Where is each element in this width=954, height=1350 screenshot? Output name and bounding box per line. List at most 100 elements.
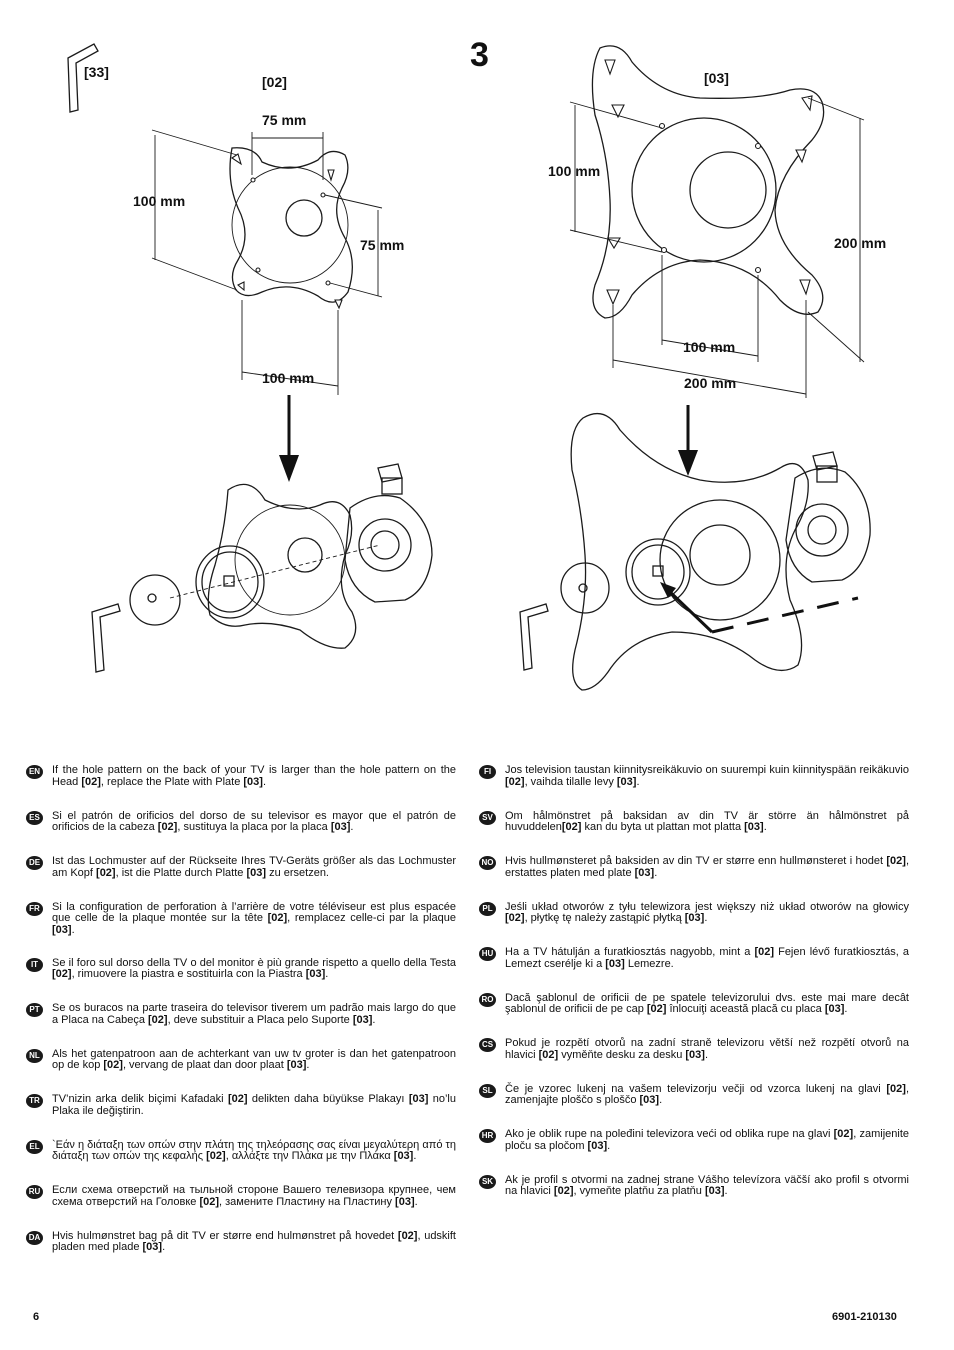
right-assembly-drawing — [519, 412, 871, 691]
text-segment: delikten daha büyükse Plakayı — [247, 1093, 409, 1105]
text-segment: , erstattes platen med plate — [505, 855, 909, 879]
instruction-text: If the hole pattern on the back of your … — [52, 764, 456, 788]
text-segment: , płytkę tę należy zastąpić płytką — [524, 912, 685, 924]
instruction-sk: SK Ak je profil s otvormi na zadnej stran… — [479, 1173, 909, 1199]
part-reference: [02] — [227, 1093, 248, 1105]
part-reference: [02] — [505, 775, 525, 788]
part-reference: [03] — [685, 1048, 705, 1061]
instruction-text: Če je vzorec lukenj na vašem televizorju… — [505, 1083, 909, 1107]
instruction-sv: SV Om hålmönstret på baksidan av din TV ä… — [479, 810, 909, 835]
text-segment: înlocuiţi această placă cu placa — [666, 1003, 825, 1015]
text-segment: . — [350, 821, 354, 833]
language-badge: EN — [26, 765, 43, 779]
text-segment: , sustituya la placa por la placa — [177, 821, 331, 833]
instruction-text: `Εάν η διάταξη των οπών στην πλάτη της τ… — [52, 1139, 456, 1163]
language-badge: FR — [26, 901, 43, 916]
dim-label: 200 mm — [684, 375, 737, 391]
part-reference: [03] — [634, 866, 655, 879]
instruction-text: Om hålmönstret på baksidan av din TV är … — [505, 810, 909, 834]
language-badge: RU — [26, 1185, 43, 1199]
part-reference: [02] — [886, 1082, 906, 1095]
part-reference: [02] — [646, 1003, 667, 1015]
part-reference: [02] — [553, 1185, 574, 1197]
text-segment: Ak je profil s otvormi na zadnej strane … — [505, 1173, 909, 1197]
instruction-text: Ha a TV hátulján a furatkiosztás nagyobb… — [505, 946, 909, 970]
text-segment: . — [636, 775, 640, 788]
text-segment: Se il foro sul dorso della TV o del moni… — [52, 956, 456, 969]
part-reference: [03] — [684, 912, 705, 924]
instruction-text: Если схема отверстий на тыльной стороне … — [52, 1184, 456, 1208]
part-reference: [03] — [305, 968, 326, 980]
instruction-de: DE Ist das Lochmuster auf der Rückseite I… — [26, 855, 456, 880]
page-number: 6 — [33, 1311, 40, 1323]
language-badge: DA — [26, 1230, 43, 1245]
language-badge: NL — [26, 1048, 43, 1063]
instruction-text: Dacă şablonul de orificii de pe spatele … — [505, 992, 909, 1016]
text-segment: . — [306, 1059, 310, 1071]
allen-key-icon — [67, 43, 99, 113]
part-reference: [03] — [824, 1003, 845, 1015]
instruction-ro: RO Dacă şablonul de orificii de pe spatel… — [479, 992, 909, 1017]
language-badge: SL — [479, 1083, 496, 1098]
part-reference: [02] — [397, 1229, 418, 1242]
part-reference: [02] — [157, 821, 178, 833]
diagram-drawing — [67, 43, 871, 691]
text-segment: Se os buracos na parte traseira do telev… — [52, 1002, 456, 1026]
part-reference: [02] — [561, 821, 582, 833]
left-assembly-drawing — [91, 463, 433, 673]
language-badge: DE — [26, 856, 43, 870]
text-segment: . — [262, 775, 267, 788]
text-segment: Hvis hullmønsteret på baksiden av din TV… — [505, 855, 887, 867]
dim-label: 200 mm — [834, 235, 887, 251]
text-segment: `Εάν η διάταξη των οπών στην πλάτη της τ… — [52, 1138, 456, 1162]
language-badge: RO — [479, 992, 496, 1007]
language-badge: FI — [479, 765, 496, 779]
instruction-text: Hvis hulmønstret bag på dit TV er større… — [52, 1230, 456, 1254]
plate-03-drawing — [569, 45, 865, 398]
text-segment: , замените Пластину на Пластину — [219, 1195, 396, 1208]
instruction-text: Jos television taustan kiinnitysreikäkuv… — [505, 764, 909, 788]
text-segment: , vymeňte platňu za platňu — [573, 1185, 705, 1197]
part-reference: [02] — [754, 946, 774, 958]
part-reference: [02] — [538, 1048, 559, 1061]
text-segment: , αλλάξτε την Πλάκα με την Πλάκα — [225, 1150, 394, 1162]
language-badge: PL — [479, 901, 496, 916]
text-segment: . — [659, 1094, 663, 1106]
language-badge: HR — [479, 1129, 496, 1143]
text-segment: . — [372, 1013, 376, 1026]
text-segment: Ist das Lochmuster auf der Rückseite Ihr… — [52, 855, 456, 879]
dim-label: 100 mm — [548, 163, 601, 179]
language-badge: SV — [479, 810, 496, 825]
part-reference: [03] — [246, 866, 267, 879]
language-badge: HU — [479, 947, 496, 961]
text-segment: . — [325, 968, 329, 980]
tool-label: [33] — [84, 64, 109, 80]
part-reference: [03] — [616, 775, 637, 788]
text-segment: . — [162, 1241, 166, 1253]
instruction-text: Ako je oblik rupe na poleđini televizora… — [505, 1128, 909, 1152]
dim-label: 100 mm — [683, 339, 736, 355]
language-badge: NO — [479, 856, 496, 870]
text-segment: . — [763, 821, 767, 833]
text-segment: , vaihda tilalle levy — [524, 775, 617, 788]
text-segment: vyměňte desku za desku — [558, 1048, 686, 1061]
text-segment: Als het gatenpatroon aan de achterkant v… — [52, 1047, 456, 1071]
part-reference: [03] — [330, 821, 351, 833]
text-segment: Ha a TV hátulján a furatkiosztás nagyobb… — [505, 946, 755, 958]
instruction-fi: FI Jos television taustan kiinnitysreikäk… — [479, 764, 909, 789]
text-segment: zu ersetzen. — [266, 866, 329, 879]
arrow-down-icon — [678, 405, 698, 476]
text-segment: . — [607, 1139, 611, 1152]
text-segment: Če je vzorec lukenj na vašem televizorju… — [505, 1082, 887, 1095]
text-segment: , remplacez celle-ci par la plaque — [287, 912, 456, 924]
assembly-diagram: 3 [33] [02] 75 mm 100 mm 75 mm 100 mm [0… — [67, 36, 887, 691]
language-badge: SK — [479, 1174, 496, 1189]
instruction-hu: HU Ha a TV hátulján a furatkiosztás nagyo… — [479, 946, 909, 971]
part-reference: [03] — [639, 1094, 660, 1106]
language-badge: CS — [479, 1038, 496, 1052]
part-reference: [02] — [148, 1013, 168, 1026]
